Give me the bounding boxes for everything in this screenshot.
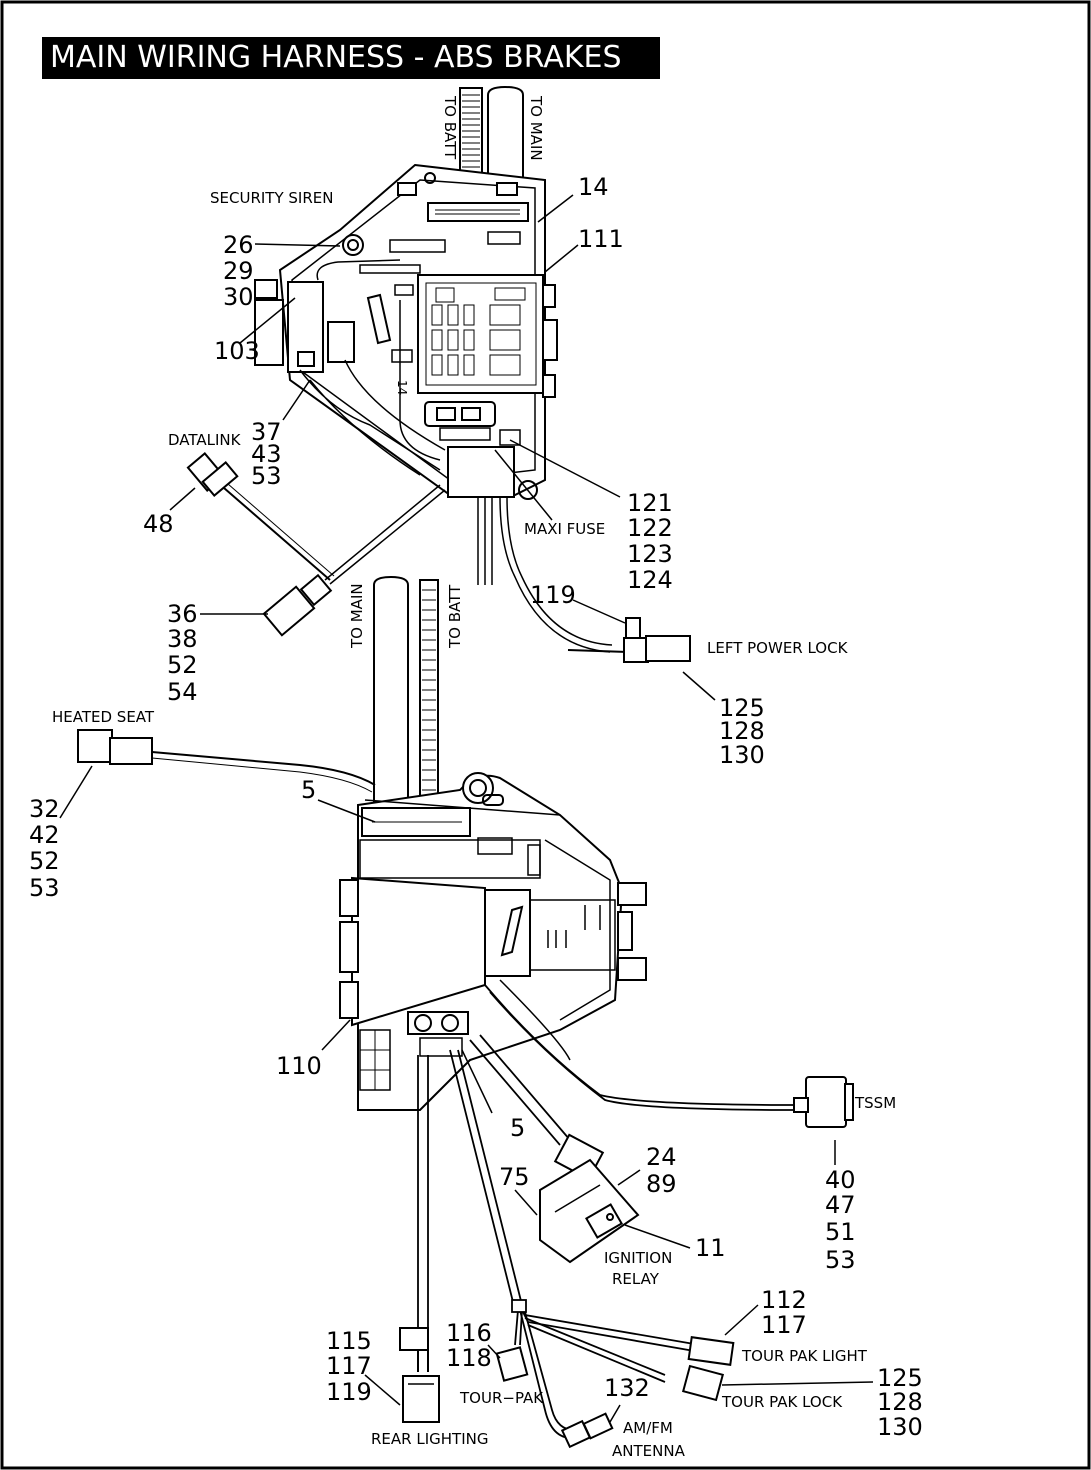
callout-52a: 52 xyxy=(167,651,198,679)
callout-47: 47 xyxy=(825,1191,856,1219)
callout-48: 48 xyxy=(143,510,174,538)
callout-5a: 5 xyxy=(301,776,316,804)
callout-11: 11 xyxy=(695,1234,726,1262)
callout-51: 51 xyxy=(825,1218,856,1246)
callout-123: 123 xyxy=(627,540,673,568)
callout-132: 132 xyxy=(604,1374,650,1402)
callout-42: 42 xyxy=(29,821,60,849)
tour-pak-light-label: TOUR PAK LIGHT xyxy=(741,1347,868,1365)
to-main-top-label: TO MAIN xyxy=(527,95,545,161)
upper-harness-drawing: 14 xyxy=(254,85,613,653)
heated-seat-label: HEATED SEAT xyxy=(52,708,155,726)
heated-seat-connector xyxy=(77,729,376,793)
maxi-fuse-label: MAXI FUSE xyxy=(524,520,605,538)
callout-5b: 5 xyxy=(510,1114,525,1142)
callout-40: 40 xyxy=(825,1166,856,1194)
ignition-relay xyxy=(539,1133,640,1264)
tour-pak-lock-label: TOUR PAK LOCK xyxy=(721,1393,843,1411)
callout-53a: 53 xyxy=(251,462,282,490)
callout-112: 112 xyxy=(761,1286,807,1314)
to-batt-mid-label: TO BATT xyxy=(446,584,464,649)
relay-label: RELAY xyxy=(612,1270,660,1288)
callout-26: 26 xyxy=(223,231,254,259)
datalink-connector xyxy=(186,452,335,581)
tour-pak-connectors xyxy=(495,1336,735,1449)
callout-103: 103 xyxy=(214,337,260,365)
callout-52b: 52 xyxy=(29,847,60,875)
to-batt-top-label: TO BATT xyxy=(441,95,459,160)
tssm-connector xyxy=(793,1076,854,1128)
rear-lighting-connector xyxy=(399,1327,440,1423)
datalink-label: DATALINK xyxy=(168,431,242,449)
callout-32: 32 xyxy=(29,795,60,823)
callout-116: 116 xyxy=(446,1319,492,1347)
am-fm-label: AM/FM xyxy=(623,1419,673,1437)
callout-118: 118 xyxy=(446,1344,492,1372)
leader-lines xyxy=(59,194,874,1423)
callout-54: 54 xyxy=(167,678,198,706)
callout-38: 38 xyxy=(167,625,198,653)
callout-43: 43 xyxy=(251,440,282,468)
callout-36: 36 xyxy=(167,600,198,628)
callout-29: 29 xyxy=(223,257,254,285)
callout-122: 122 xyxy=(627,514,673,542)
tssm-label: TSSM xyxy=(854,1094,896,1112)
callout-130b: 130 xyxy=(877,1413,923,1441)
callout-125b: 125 xyxy=(877,1364,923,1392)
rear-lighting-label: REAR LIGHTING xyxy=(371,1430,488,1448)
callout-117a: 117 xyxy=(761,1311,807,1339)
lower-harness-drawing xyxy=(339,772,801,1330)
left-power-lock-label: LEFT POWER LOCK xyxy=(707,639,849,657)
to-main-mid-label: TO MAIN xyxy=(348,583,366,649)
callout-14: 14 xyxy=(578,173,609,201)
callout-53b: 53 xyxy=(29,874,60,902)
callout-53c: 53 xyxy=(825,1246,856,1274)
callout-117b: 117 xyxy=(326,1352,372,1380)
callout-110: 110 xyxy=(276,1052,322,1080)
callout-30: 30 xyxy=(223,283,254,311)
left-power-lock-connector xyxy=(567,617,691,663)
callout-111: 111 xyxy=(578,225,624,253)
callout-130a: 130 xyxy=(719,741,765,769)
fuse-marking: 14 xyxy=(395,380,409,395)
ignition-label: IGNITION xyxy=(604,1249,672,1267)
callout-115: 115 xyxy=(326,1327,372,1355)
callout-24: 24 xyxy=(646,1143,677,1171)
callout-121: 121 xyxy=(627,489,673,517)
connector-36 xyxy=(262,484,446,637)
callout-125a: 125 xyxy=(719,694,765,722)
callout-89: 89 xyxy=(646,1170,677,1198)
tour-pak-label: TOUR−PAK xyxy=(459,1389,544,1407)
callout-119b: 119 xyxy=(326,1378,372,1406)
antenna-label: ANTENNA xyxy=(612,1442,686,1460)
callout-75: 75 xyxy=(499,1163,530,1191)
tour-pak-wires xyxy=(511,1299,701,1439)
page-title: MAIN WIRING HARNESS - ABS BRAKES xyxy=(50,40,622,75)
callout-128a: 128 xyxy=(719,717,765,745)
title-bar: MAIN WIRING HARNESS - ABS BRAKES xyxy=(42,37,660,79)
callout-124: 124 xyxy=(627,566,673,594)
callout-119a: 119 xyxy=(530,581,576,609)
security-siren-label: SECURITY SIREN xyxy=(210,189,333,207)
callout-128b: 128 xyxy=(877,1388,923,1416)
callout-37: 37 xyxy=(251,418,282,446)
